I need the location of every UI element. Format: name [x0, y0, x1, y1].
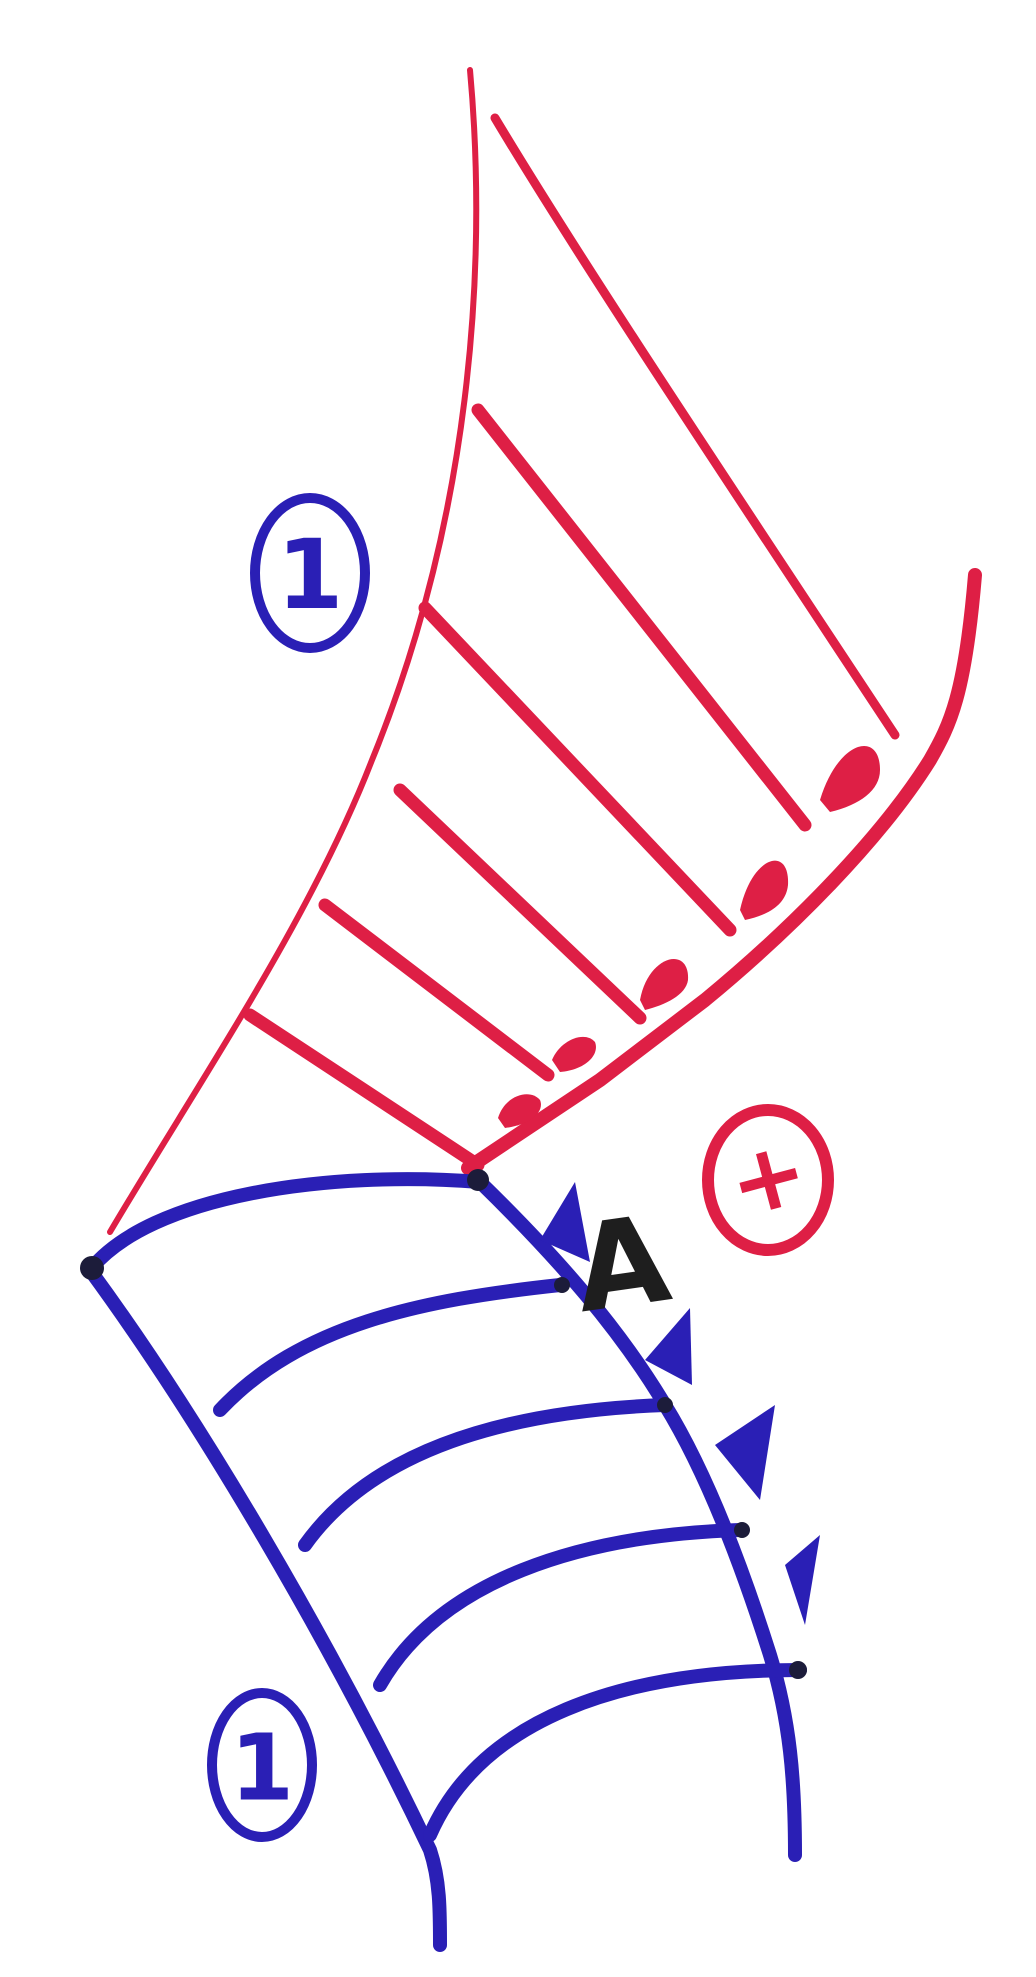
positive-sign-symbol: +: [702, 1104, 834, 1256]
blue-right-boundary: [473, 1175, 802, 1862]
lower-member-number: 1: [230, 1715, 294, 1822]
blue-diagram: [83, 1172, 820, 1952]
blue-arrowhead: [540, 1182, 590, 1262]
red-hatch-line: [393, 783, 647, 1025]
red-arrowhead: [640, 958, 689, 1010]
lower-member-label: 1: [207, 1688, 317, 1842]
red-top-diagonal: [490, 113, 900, 740]
red-right-boundary: [461, 568, 982, 1175]
blue-node-dot: [554, 1277, 570, 1293]
upper-member-label: 1: [250, 493, 370, 653]
red-left-curve: [107, 67, 480, 1235]
junction-dot-right: [467, 1169, 489, 1191]
blue-hatch-arc: [213, 1278, 567, 1417]
blue-hatch-arc: [373, 1523, 747, 1692]
red-arrowhead: [740, 860, 789, 920]
blue-node-dot: [789, 1661, 807, 1679]
point-a-label: A: [566, 1190, 677, 1341]
blue-hatch-arc: [423, 1663, 807, 1842]
red-arrowhead: [498, 1094, 541, 1128]
blue-node-dot: [657, 1397, 673, 1413]
blue-arrowhead: [785, 1535, 820, 1625]
blue-arrowhead: [715, 1405, 775, 1500]
red-arrowhead: [552, 1036, 596, 1072]
red-hatch-line: [471, 403, 812, 832]
red-hatch-line: [243, 1008, 485, 1172]
blue-node-dot: [734, 1522, 750, 1538]
blue-hatch-arc: [298, 1398, 672, 1552]
blue-arrowhead: [645, 1308, 692, 1385]
red-hatch-line: [418, 601, 737, 937]
junction-dot-left: [80, 1256, 104, 1280]
red-hatch-line: [318, 898, 555, 1082]
positive-sign-label: +: [717, 1116, 819, 1239]
red-diagram: [107, 67, 982, 1235]
upper-member-circle: [250, 493, 370, 653]
blue-left-line: [83, 1263, 447, 1952]
blue-top-arc: [83, 1172, 487, 1277]
positive-sign-circle: [702, 1104, 834, 1256]
red-arrowhead: [820, 746, 880, 812]
upper-member-number: 1: [277, 519, 344, 631]
lower-member-circle: [207, 1688, 317, 1842]
